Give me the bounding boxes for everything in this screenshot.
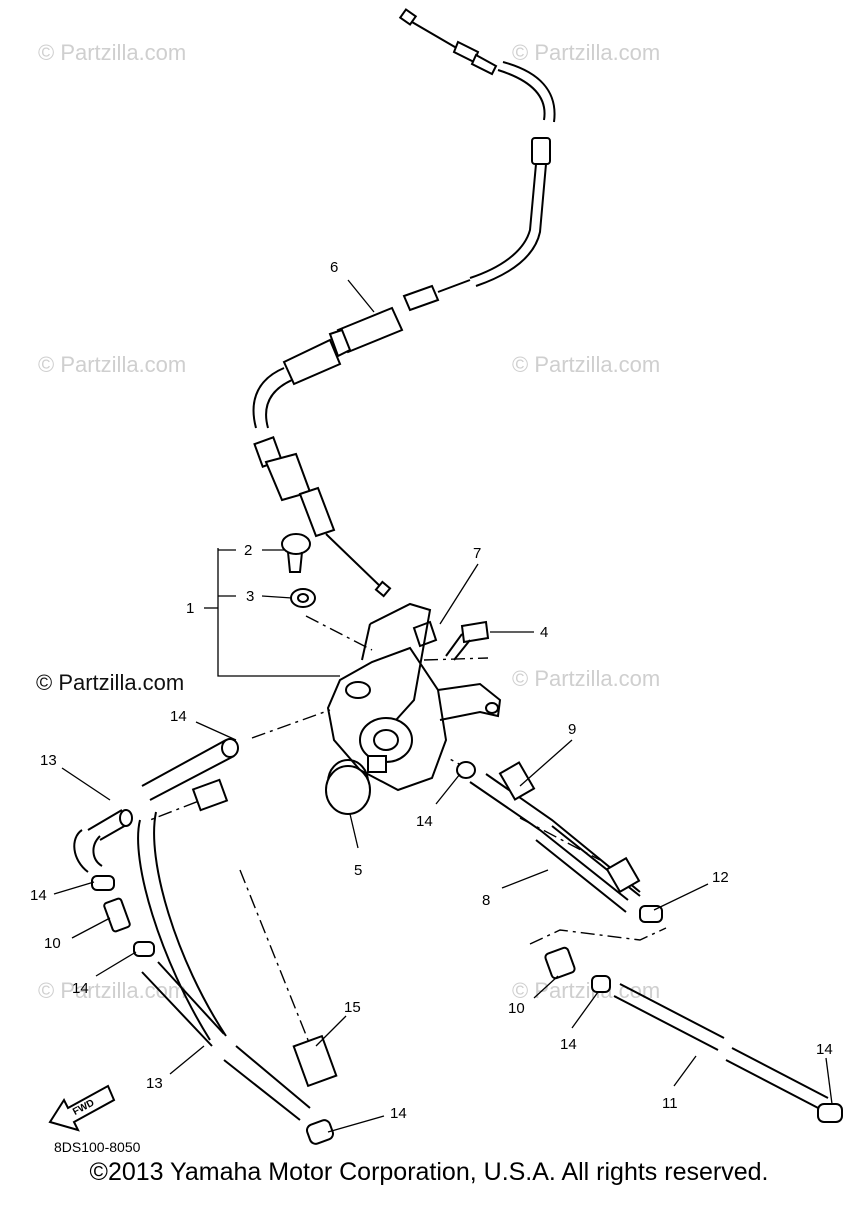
watermark-text: © Partzilla.com (512, 666, 660, 691)
hoses-left (73, 738, 338, 1145)
callouts: 1 2 3 4 5 6 7 8 9 10 10 11 12 13 13 14 1… (30, 259, 833, 1122)
callout-14: 14 (72, 980, 89, 997)
hoses-right (456, 761, 843, 1123)
watermark-text-main: © Partzilla.com (36, 670, 184, 695)
fwd-arrow: FWD (48, 1084, 116, 1132)
callout-3: 3 (246, 588, 254, 605)
callout-9: 9 (568, 721, 576, 738)
copyright-notice: ©2013 Yamaha Motor Corporation, U.S.A. A… (89, 1158, 769, 1186)
callout-1: 1 (186, 600, 194, 617)
callout-13: 13 (146, 1075, 163, 1092)
callout-4: 4 (540, 624, 548, 641)
callout-14: 14 (416, 813, 433, 830)
callout-7: 7 (473, 545, 481, 562)
watermark-text: © Partzilla.com (38, 978, 186, 1003)
callout-6: 6 (330, 259, 338, 276)
diagram-code: 8DS100-8050 (54, 1139, 141, 1155)
callout-2: 2 (244, 542, 252, 559)
callout-14: 14 (390, 1105, 407, 1122)
callout-10: 10 (44, 935, 61, 952)
callout-12: 12 (712, 869, 729, 886)
callout-13: 13 (40, 752, 57, 769)
callout-14: 14 (560, 1036, 577, 1053)
watermark-text: © Partzilla.com (512, 40, 660, 65)
o-ring (325, 765, 371, 815)
leader-lines (53, 279, 833, 1133)
callout-15: 15 (344, 999, 361, 1016)
watermark-text: © Partzilla.com (38, 352, 186, 377)
watermark-text: © Partzilla.com (38, 40, 186, 65)
callout-10: 10 (508, 1000, 525, 1017)
hardware (281, 533, 490, 661)
oil-pump (326, 602, 502, 805)
callout-14: 14 (816, 1041, 833, 1058)
callout-11: 11 (662, 1095, 678, 1112)
watermark-text: © Partzilla.com (512, 978, 660, 1003)
oil-pump-cable (252, 8, 556, 598)
watermark-text: © Partzilla.com (512, 352, 660, 377)
callout-14: 14 (170, 708, 187, 725)
callout-8: 8 (482, 892, 490, 909)
callout-5: 5 (354, 862, 362, 879)
watermarks: © Partzilla.com © Partzilla.com © Partzi… (36, 40, 660, 1003)
callout-14: 14 (30, 887, 47, 904)
